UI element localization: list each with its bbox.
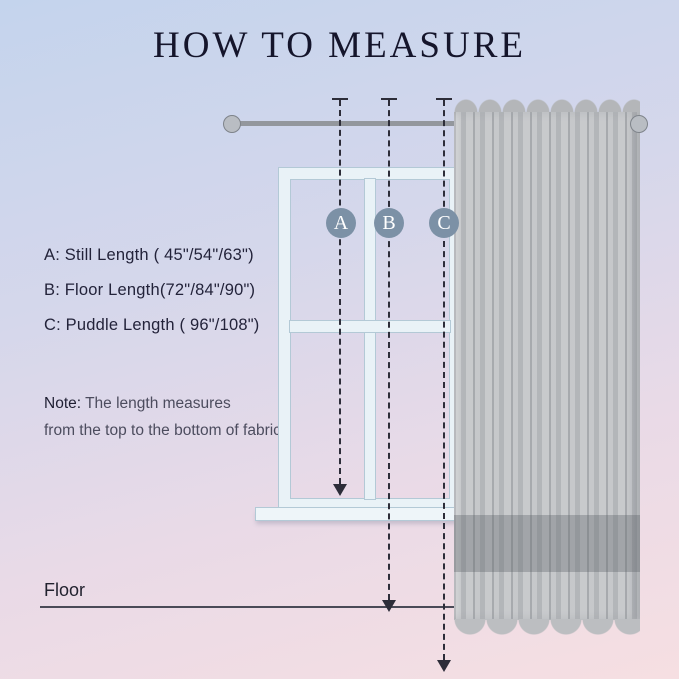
measure-arrow-a — [332, 98, 348, 496]
note-text-line2: from the top to the bottom of fabric. — [44, 422, 286, 439]
curtain-panel — [454, 112, 640, 620]
note-block: Note: The length measures from the top t… — [44, 390, 294, 444]
measure-arrow-c — [436, 98, 452, 672]
rod-finial-left-icon — [223, 115, 241, 133]
curtain-rod — [237, 121, 633, 126]
badge-a: A — [326, 208, 356, 238]
legend-floor-length: B: Floor Length(72"/84"/90") — [44, 281, 256, 299]
floor-label: Floor — [44, 580, 86, 600]
floor-line — [40, 606, 640, 608]
window-mullion-horizontal — [290, 321, 450, 332]
curtain-wavy-hem — [454, 619, 640, 635]
arrow-a-arrowhead-icon — [333, 484, 347, 496]
legend-still-length: A: Still Length ( 45"/54"/63") — [44, 246, 254, 264]
arrow-a-top-cap — [332, 98, 348, 100]
arrow-c-top-cap — [436, 98, 452, 100]
badge-c: C — [429, 208, 459, 238]
legend-puddle-length: C: Puddle Length ( 96"/108") — [44, 316, 260, 334]
rod-finial-right-icon — [630, 115, 648, 133]
arrow-b-arrowhead-icon — [382, 600, 396, 612]
page-title: HOW TO MEASURE — [153, 25, 526, 66]
curtain-gathered-header — [454, 99, 640, 113]
note-label: Note: — [44, 395, 82, 412]
measure-arrow-b — [381, 98, 397, 612]
window-mullion-vertical — [365, 179, 375, 499]
note-text-line1: The length measures — [81, 395, 231, 412]
arrow-b-top-cap — [381, 98, 397, 100]
badge-b: B — [374, 208, 404, 238]
arrow-c-arrowhead-icon — [437, 660, 451, 672]
curtain-bottom-band — [454, 515, 640, 572]
